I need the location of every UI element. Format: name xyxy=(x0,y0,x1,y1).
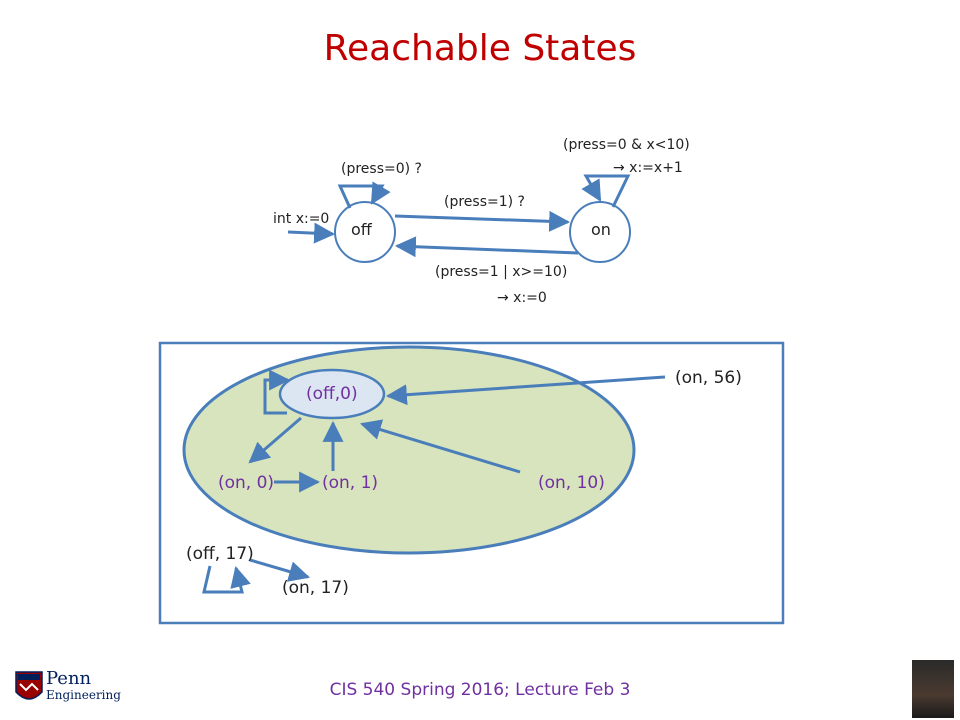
state-on56-label: (on, 56) xyxy=(675,368,742,388)
off17-self-loop xyxy=(202,565,251,594)
state-on17-label: (on, 17) xyxy=(282,578,349,598)
on-self-loop-label-2: → x:=x+1 xyxy=(613,160,683,176)
on-self-loop-label-1: (press=0 & x<10) xyxy=(563,137,690,153)
state-on10-label: (on, 10) xyxy=(538,473,605,493)
penn-shield-icon xyxy=(15,671,43,700)
initial-self-loop xyxy=(263,369,291,415)
state-off17-label: (off, 17) xyxy=(186,544,254,564)
off-to-on-label: (press=1) ? xyxy=(444,194,525,210)
on-to-off-arrow xyxy=(394,236,579,258)
reachable-ellipse xyxy=(182,345,636,555)
initial-state-label: (off,0) xyxy=(306,384,358,404)
arrow-off17-to-on17 xyxy=(249,558,311,582)
slide-title: Reachable States xyxy=(323,28,637,69)
arrow-on56-to-off0 xyxy=(385,375,666,406)
arrow-on10-to-off0 xyxy=(359,419,521,474)
init-label: int x:=0 xyxy=(273,211,330,227)
state-on-label: on xyxy=(591,220,611,239)
off-self-loop-label: (press=0) ? xyxy=(341,161,422,177)
logo-text-engineering: Engineering xyxy=(46,688,121,702)
book-cover-thumbnail xyxy=(912,660,954,718)
logo-text-penn: Penn xyxy=(46,668,92,689)
state-off-label: off xyxy=(351,220,372,239)
on-to-off-label-2: → x:=0 xyxy=(497,290,547,306)
off-self-loop xyxy=(337,181,391,209)
arrow-off0-to-on0 xyxy=(248,416,302,464)
state-on0-label: (on, 0) xyxy=(218,473,275,493)
on-self-loop xyxy=(581,174,631,208)
init-arrow xyxy=(287,222,336,244)
state-on-node xyxy=(569,201,631,263)
initial-state-node xyxy=(278,368,386,420)
off-to-on-arrow xyxy=(394,210,571,232)
slide-footer: CIS 540 Spring 2016; Lecture Feb 3 xyxy=(329,680,631,700)
state-on1-label: (on, 1) xyxy=(322,473,379,493)
on-to-off-label-1: (press=1 | x>=10) xyxy=(435,264,568,280)
